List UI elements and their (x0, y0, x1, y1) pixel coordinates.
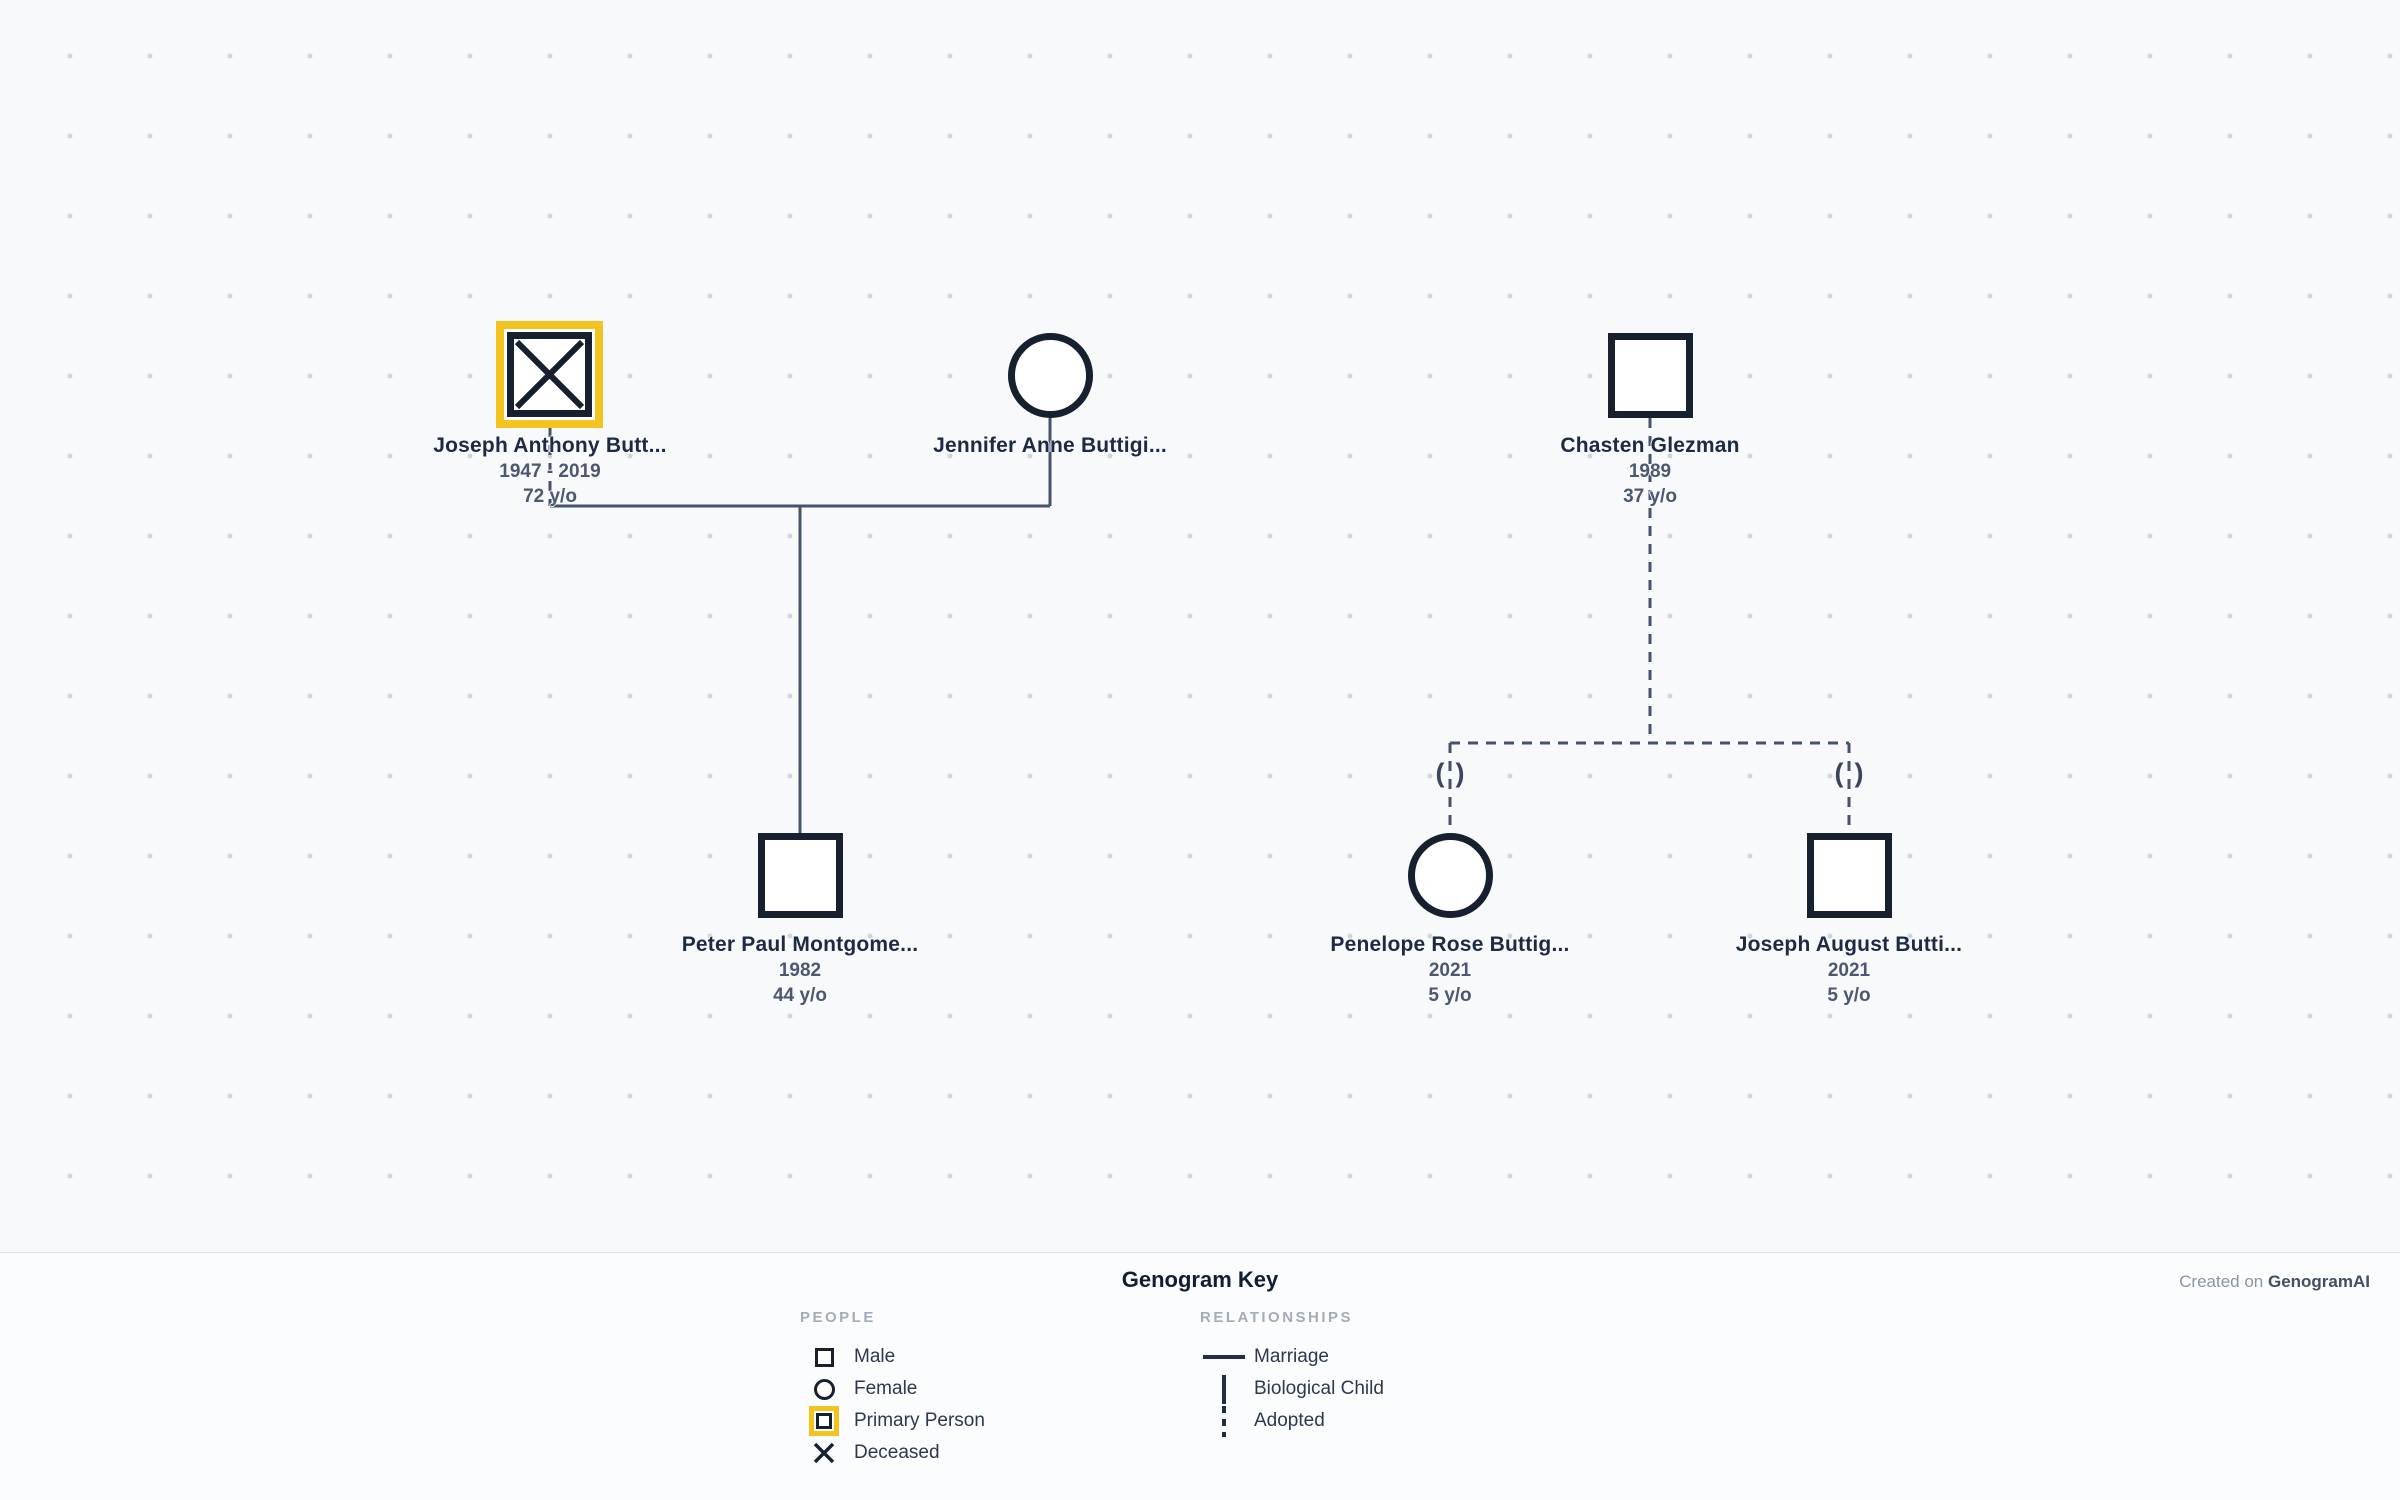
person-node-peter-paul[interactable] (758, 833, 843, 918)
person-label-peter-paul: Peter Paul Montgome... 1982 44 y/o (640, 932, 960, 1008)
genogram-key-panel: Genogram Key Created on GenogramAI PEOPL… (0, 1252, 2400, 1500)
marriage-line-icon (1200, 1355, 1248, 1359)
person-name: Joseph August Butti... (1735, 933, 1963, 956)
person-node-penelope-rose[interactable] (1408, 833, 1493, 918)
person-name: Jennifer Anne Buttigi... (933, 434, 1167, 457)
person-node-joseph-august[interactable] (1807, 833, 1892, 918)
person-age: 37 y/o (1623, 486, 1677, 507)
key-item-label: Male (854, 1346, 896, 1367)
person-dates: 1989 (1628, 461, 1672, 482)
person-node-joseph-anthony[interactable] (507, 332, 592, 417)
adoption-paren-close: ) (1455, 758, 1465, 788)
key-relationships-column: RELATIONSHIPS Marriage Biological Child … (1200, 1309, 1384, 1437)
key-item-male: Male (800, 1341, 985, 1373)
person-age: 5 y/o (1827, 985, 1871, 1006)
person-name: Chasten Glezman (1560, 434, 1740, 457)
key-item-label: Primary Person (854, 1410, 985, 1431)
created-on-text: Created on GenogramAI (2179, 1272, 2370, 1292)
genogram-key-title: Genogram Key (1121, 1267, 1279, 1292)
key-item-primary-person: Primary Person (800, 1405, 985, 1437)
key-item-deceased: Deceased (800, 1437, 985, 1469)
deceased-icon (800, 1442, 848, 1464)
person-dates: 1982 (778, 960, 822, 981)
adoption-paren-close: ) (1854, 758, 1864, 788)
relationships-header: RELATIONSHIPS (1200, 1309, 1354, 1326)
genogram-canvas[interactable]: Joseph Anthony Butt... 1947 - 2019 72 y/… (0, 0, 2400, 1252)
person-node-chasten-glezman[interactable] (1608, 333, 1693, 418)
adoption-marker-icon: ( ) (1819, 759, 1879, 787)
key-people-column: PEOPLE Male Female Primary Person (800, 1309, 985, 1469)
person-name: Penelope Rose Buttig... (1330, 933, 1570, 956)
person-label-joseph-august: Joseph August Butti... 2021 5 y/o (1689, 932, 2009, 1008)
person-dates: 2021 (1428, 960, 1472, 981)
people-header: PEOPLE (800, 1309, 876, 1326)
adoption-paren-open: ( (1834, 758, 1844, 788)
person-age: 44 y/o (773, 985, 827, 1006)
adoption-paren-open: ( (1435, 758, 1445, 788)
person-dates: 2021 (1827, 960, 1871, 981)
person-name: Joseph Anthony Butt... (433, 434, 667, 457)
connector-lines (548, 418, 1851, 833)
brand-name: GenogramAI (2267, 1272, 2370, 1291)
person-dates: 1947 - 2019 (499, 461, 601, 482)
person-age: 5 y/o (1428, 985, 1472, 1006)
female-icon (800, 1378, 848, 1400)
key-item-female: Female (800, 1373, 985, 1405)
key-item-biological-child: Biological Child (1200, 1373, 1384, 1405)
key-item-marriage: Marriage (1200, 1341, 1384, 1373)
key-item-label: Deceased (854, 1442, 940, 1463)
created-on-prefix: Created on (2179, 1272, 2268, 1291)
deceased-x-icon (514, 339, 585, 410)
key-item-label: Marriage (1254, 1346, 1329, 1367)
adoption-marker-icon: ( ) (1420, 759, 1480, 787)
person-node-jennifer-anne[interactable] (1008, 333, 1093, 418)
key-item-label: Adopted (1254, 1410, 1325, 1431)
person-name: Peter Paul Montgome... (681, 933, 919, 956)
person-label-jennifer-anne: Jennifer Anne Buttigi... (890, 433, 1210, 459)
biological-child-line-icon (1200, 1374, 1248, 1404)
person-label-joseph-anthony: Joseph Anthony Butt... 1947 - 2019 72 y/… (390, 433, 710, 509)
person-label-chasten-glezman: Chasten Glezman 1989 37 y/o (1490, 433, 1810, 509)
adopted-line-icon (1200, 1405, 1248, 1437)
person-label-penelope-rose: Penelope Rose Buttig... 2021 5 y/o (1290, 932, 1610, 1008)
person-age: 72 y/o (523, 486, 577, 507)
primary-person-icon (800, 1413, 848, 1429)
male-icon (800, 1347, 848, 1367)
key-item-label: Female (854, 1378, 918, 1399)
key-item-label: Biological Child (1254, 1378, 1384, 1399)
key-item-adopted: Adopted (1200, 1405, 1384, 1437)
